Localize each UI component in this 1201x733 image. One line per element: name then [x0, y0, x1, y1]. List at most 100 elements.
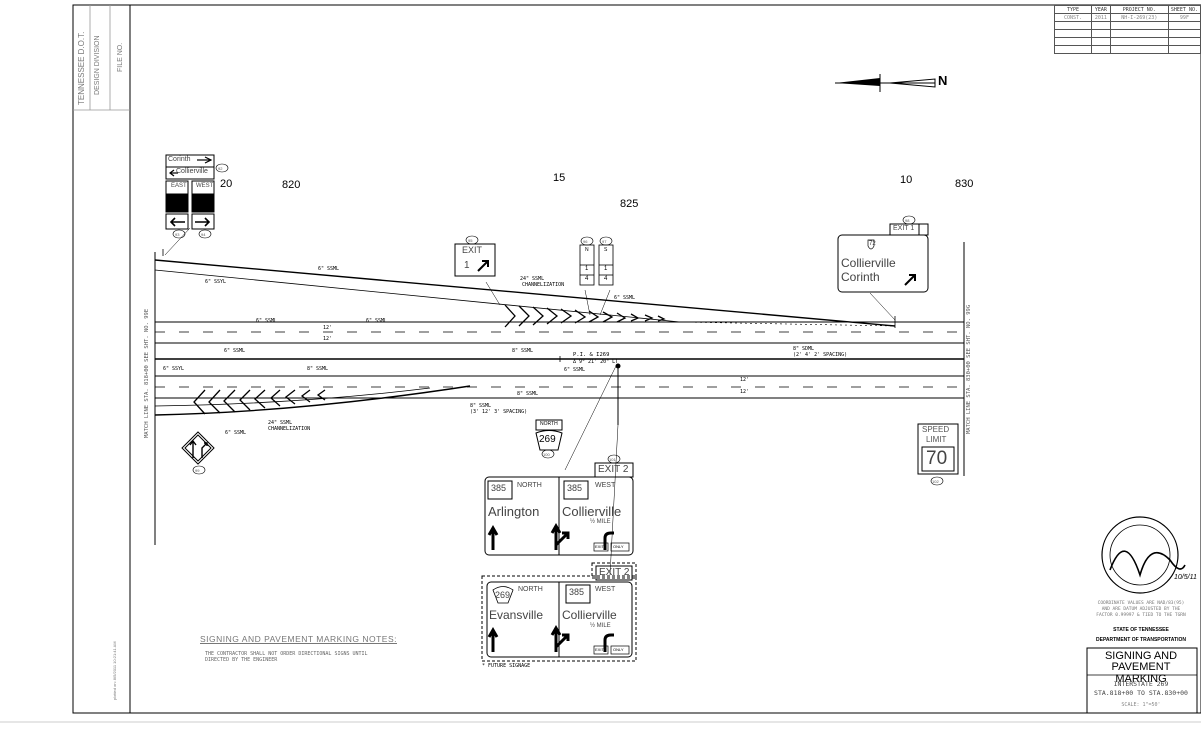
limit-text: LIMIT [926, 435, 947, 444]
station-range: STA.818+00 TO STA.830+00 [1094, 689, 1188, 697]
exit-2-panel: EXIT 2 [598, 464, 629, 475]
dest-evansville: Evansville [489, 608, 544, 622]
pi-label: P.I. & I269 [573, 352, 610, 358]
exit-tab: EXIT [595, 647, 604, 652]
marking-label: (2' 4' 2' SPACING) [793, 352, 848, 358]
coordinate-note-2: AND ARE DATUM ADJUSTED BY THE [1101, 607, 1181, 612]
north-label: N [938, 73, 948, 88]
route-385-shield: 385 [491, 483, 507, 493]
sheet-title-1: SIGNING AND [1104, 650, 1178, 662]
exit-label: EXIT [462, 245, 483, 255]
dest-collierville: Collierville [562, 504, 622, 519]
dest-corinth: Corinth [841, 270, 880, 284]
lane-use-diamond-sign [181, 431, 215, 465]
exit-1-sign [454, 243, 496, 277]
marking-label: 6" SSYL [205, 279, 227, 285]
station-820: 820 [282, 179, 301, 191]
station-10: 10 [900, 174, 913, 186]
callout-number: 102 [932, 479, 939, 484]
callout-number: 98 [905, 218, 910, 223]
header-sheet-no: SHEET NO. [1167, 5, 1201, 14]
sheet-title-2: PAVEMENT MARKING [1111, 661, 1171, 685]
curve-label: ∆ 9° 21' 20" LT [573, 359, 619, 365]
dest-arlington: Arlington [488, 504, 540, 519]
south-abbrev: S [604, 247, 608, 253]
distance-half-mile: ½ MILE [590, 623, 611, 629]
lane-width-label: 12' [323, 325, 333, 331]
route-269-marker-number: 269 [539, 434, 556, 445]
marking-label: 6" SSML [614, 295, 636, 301]
cell-project-no: NH-I-269(23) [1109, 13, 1169, 22]
header-type: TYPE [1053, 5, 1093, 14]
marking-label: 6" SSML [366, 318, 388, 324]
exit-2-guide-sign-upper [484, 462, 634, 556]
station-825: 825 [620, 198, 639, 210]
roadway [154, 227, 965, 576]
channelization-chevrons-lower [193, 389, 326, 415]
route-269-marker [535, 419, 563, 451]
coordinate-note-1: COORDINATE VALUES ARE NAD/83(95) [1097, 601, 1185, 606]
station-ticks [162, 249, 896, 362]
marking-label: 6" SSML [225, 430, 247, 436]
dept-label: DEPARTMENT OF TRANSPORTATION [1096, 637, 1186, 643]
station-15: 15 [553, 172, 566, 184]
marking-label: 6" SSML [564, 367, 586, 373]
only-tab: ONLY [613, 647, 624, 652]
marking-label: 6" SSYL [163, 366, 185, 372]
sign-callout-circles [172, 163, 944, 486]
callout-number: 97 [602, 239, 607, 244]
speed-limit-sign [917, 423, 959, 475]
coordinate-note-3: FACTOR 0.99997 & TIED TO THE TGRN [1096, 613, 1186, 618]
notes-body-line-1: THE CONTRACTOR SHALL NOT ORDER DIRECTION… [205, 651, 368, 657]
header-year: YEAR [1091, 5, 1111, 14]
sign-numeral: 4 [604, 276, 608, 282]
channelization-chevrons-upper [504, 304, 666, 328]
callout-number: 95 [468, 238, 473, 243]
notes-body-line-2: DIRECTED BY THE ENGINEER [205, 657, 278, 663]
north-marker-text: NORTH [540, 421, 558, 427]
callout-number: 96 [583, 239, 588, 244]
cell-year: 2011 [1091, 13, 1111, 22]
station-830: 830 [955, 178, 974, 190]
route-label: INTERSTATE 269 [1113, 680, 1169, 688]
cell-type: CONST. [1053, 13, 1093, 22]
route-385-shield: 385 [569, 587, 585, 597]
scale-label: SCALE: 1"=50' [1121, 702, 1161, 708]
lane-width-label: 12' [740, 389, 750, 395]
marking-label: 8" SSML [517, 391, 539, 397]
future-signage-note: * FUTURE SIGNAGE [482, 663, 531, 669]
direction-north: NORTH [518, 586, 543, 593]
lane-width-label: 12' [323, 336, 333, 342]
marking-label: 6" SSML [256, 318, 278, 324]
direction-north: NORTH [517, 482, 542, 489]
sign-numeral: 1 [585, 266, 589, 272]
callout-number: 99 [195, 468, 200, 473]
only-tab: ONLY [613, 544, 624, 549]
distance-half-mile: ½ MILE [590, 519, 611, 525]
exit-2-panel-future: EXIT 2 [599, 567, 630, 578]
dest-collierville: Collierville [562, 608, 617, 622]
sign-corinth-text: Corinth [168, 156, 191, 163]
engineer-seal [1101, 516, 1186, 594]
marking-label: 8" SSML [307, 366, 329, 372]
cell-sheet-no: 99F [1167, 13, 1201, 22]
agency-label: TENNESSEE D.O.T. [77, 31, 86, 105]
route-269-shield: 269 [495, 590, 511, 600]
marking-label: 8" SSML [512, 348, 534, 354]
marking-label: 24" SSML [268, 420, 293, 426]
signature-date: 10/5/11 [1174, 574, 1197, 581]
exit-1-panel: EXIT 1 [893, 225, 915, 232]
marking-label: 6" SSML [318, 266, 340, 272]
station-20: 20 [220, 178, 233, 190]
state-label: STATE OF TENNESSEE [1113, 627, 1169, 633]
sign-collierville-text: Collierville [176, 168, 208, 175]
file-no-label: FILE NO. [117, 42, 124, 72]
match-line-right: MATCH LINE STA. 830+00 SEE SHT. NO. 99G [966, 304, 972, 434]
sign-west-text: WEST [196, 183, 214, 189]
callout-number: 92 [218, 166, 223, 171]
header-project-no: PROJECT NO. [1109, 5, 1169, 14]
marking-label: 8" SSML [470, 403, 492, 409]
marking-label: CHANNELIZATION [522, 282, 565, 288]
marking-label: 24" SSML [520, 276, 545, 282]
